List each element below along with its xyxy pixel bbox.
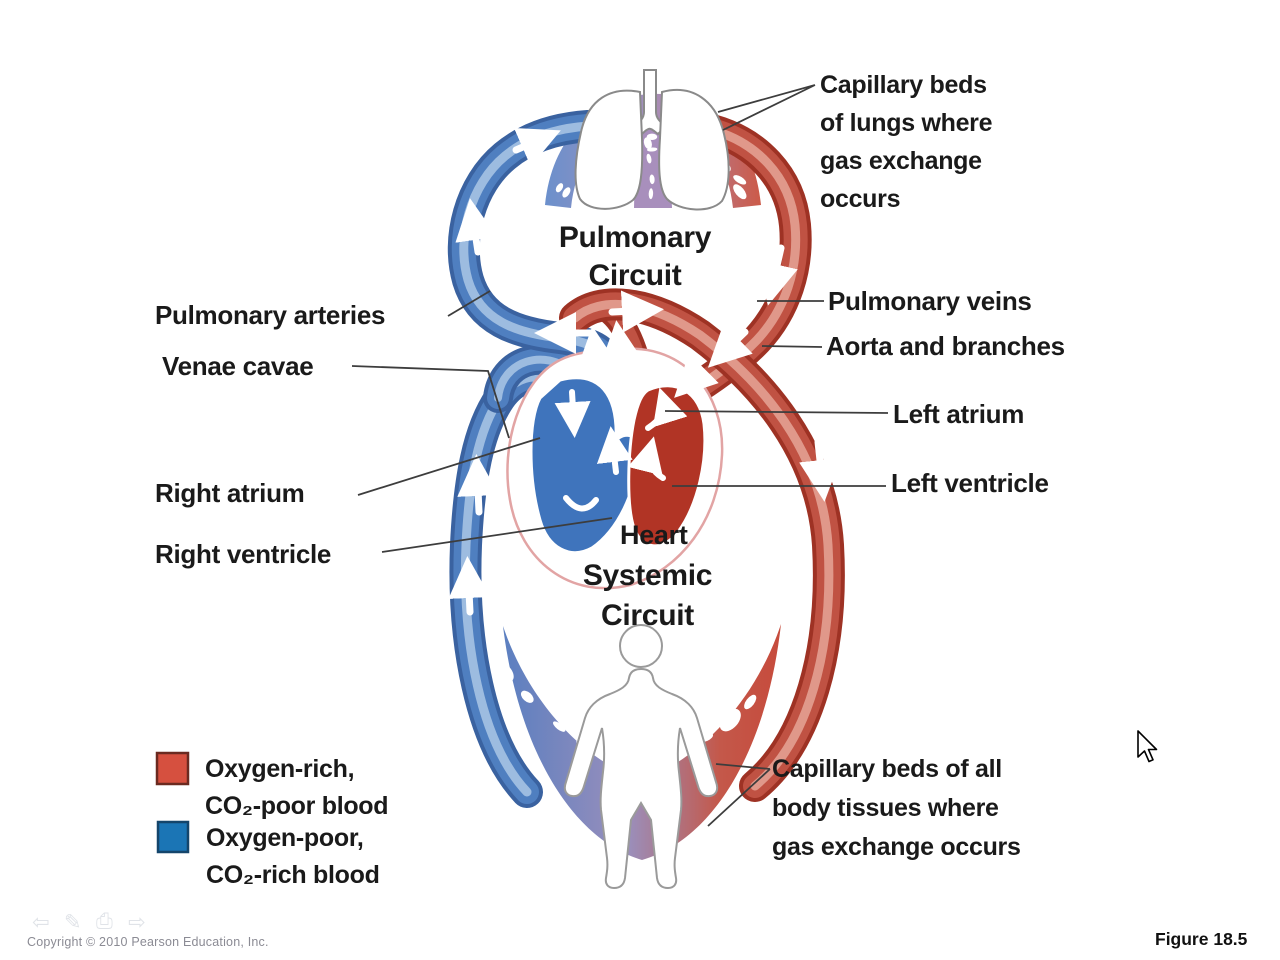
leader-left-atrium (664, 410, 889, 414)
capillary-mesh-hole (648, 188, 654, 200)
label-left-atrium: Left atrium (893, 399, 1025, 429)
capillary-mesh-hole (649, 174, 655, 185)
capillary-mesh-hole (744, 694, 757, 710)
leader-capillary-lungs (717, 84, 816, 131)
left-lung (574, 89, 644, 210)
label-right-atrium: Right atrium (155, 478, 305, 508)
back-arrow-icon[interactable]: ⇦ (32, 911, 50, 934)
label-aorta-and-branches: Aorta and branches (826, 331, 1065, 361)
oxygen-poor-swatch (156, 820, 190, 854)
capillary-mesh-hole (562, 187, 571, 198)
capillary-mesh-hole (646, 153, 652, 164)
leader-right-ventricle (381, 517, 613, 553)
pen-icon[interactable]: ✎ (64, 911, 82, 934)
capillary-mesh-hole (778, 656, 789, 670)
leader-pulmonary-arteries (447, 290, 491, 317)
label-capillary-beds-body: Capillary beds of all body tissues where… (772, 755, 1021, 861)
capillary-mesh-hole (494, 661, 514, 683)
leader-lines (351, 84, 889, 827)
capillary-mesh-hole (553, 721, 566, 732)
capillary-mesh-hole (714, 658, 728, 674)
label-heart: Heart (620, 520, 688, 550)
legend-item-oxygen-rich: Oxygen-rich, CO₂-poor blood (155, 751, 389, 825)
capillary-mesh-hole (689, 675, 714, 693)
printer-icon[interactable]: ⎙ (96, 910, 113, 933)
leader-aorta (761, 345, 823, 348)
legend-label-oxygen-rich: Oxygen-rich, CO₂-poor blood (205, 755, 389, 820)
label-pulmonary-veins: Pulmonary veins (828, 286, 1032, 316)
capillary-mesh-hole (735, 671, 749, 685)
leader-right-atrium (357, 437, 541, 496)
capillary-mesh-hole (515, 641, 533, 663)
label-systemic-circuit: Systemic Circuit (582, 559, 713, 632)
capillary-mesh-hole (520, 690, 534, 703)
capillary-mesh-hole (556, 691, 578, 716)
capillary-mesh-hole (541, 678, 562, 696)
copyright-text: Copyright © 2010 Pearson Education, Inc. (27, 935, 269, 949)
capillary-mesh-hole (555, 183, 564, 193)
capillary-mesh-hole (754, 643, 768, 657)
label-capillary-beds-lungs: Capillary beds of lungs where gas exchan… (820, 71, 993, 213)
capillary-mesh-hole (733, 184, 747, 200)
legend-label-oxygen-poor: Oxygen-poor, CO₂-rich blood (206, 824, 380, 889)
label-pulmonary-circuit: Pulmonary Circuit (558, 221, 712, 292)
oxygen-rich-swatch (155, 751, 190, 786)
capillary-mesh-hole (643, 137, 652, 150)
right-lung (658, 89, 730, 211)
lungs (574, 69, 730, 211)
human-silhouette (563, 624, 719, 890)
forward-arrow-icon[interactable]: ⇨ (128, 911, 146, 934)
capillary-mesh-hole (733, 175, 747, 185)
capillary-mesh-hole (698, 699, 720, 713)
venae-cavae-vessel (449, 344, 587, 808)
capillary-mesh-hole (731, 637, 744, 648)
label-venae-cavae: Venae cavae (162, 351, 314, 381)
capillary-mesh-hole (536, 628, 557, 656)
figure-number: Figure 18.5 (1155, 929, 1248, 949)
legend-item-oxygen-poor: Oxygen-poor, CO₂-rich blood (156, 820, 380, 894)
capillary-mesh-hole (561, 662, 576, 674)
label-left-ventricle: Left ventricle (891, 468, 1049, 498)
label-pulmonary-arteries: Pulmonary arteries (155, 300, 386, 330)
leader-venae-cavae (351, 365, 510, 439)
leader-capillary-body (707, 763, 771, 827)
capillary-mesh-hole (719, 708, 741, 732)
blood-flow-arrows (448, 127, 841, 616)
label-right-ventricle: Right ventricle (155, 539, 332, 569)
capillary-mesh-hole (573, 677, 596, 696)
